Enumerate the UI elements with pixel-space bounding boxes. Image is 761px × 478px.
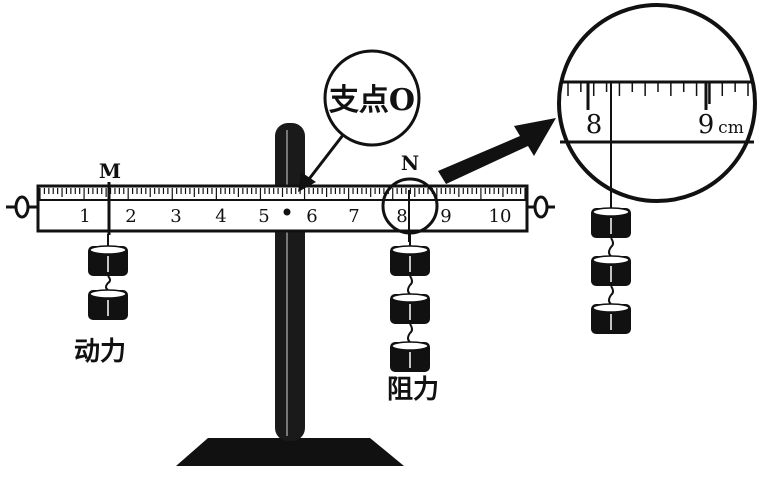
magnifier-ticks	[567, 82, 749, 110]
weight-block	[591, 207, 631, 238]
ruler-number: 1	[79, 206, 90, 227]
ruler-number: 8	[396, 206, 407, 227]
magnifier-number-9: 9	[698, 110, 715, 140]
point-m-label: M	[99, 159, 121, 183]
weight-hook	[608, 237, 614, 257]
ruler-number: 9	[440, 206, 451, 227]
fulcrum-label: 支点O	[329, 83, 415, 118]
right-balance-knob	[527, 195, 555, 219]
ruler-ticks	[39, 188, 526, 200]
weight-block	[390, 245, 430, 276]
weight-top	[89, 245, 127, 255]
magnifier: 8 9 cm	[557, 3, 757, 210]
weight-block	[390, 293, 430, 324]
pivot-point	[283, 208, 291, 216]
weight-top	[391, 341, 429, 351]
effort-weights	[88, 234, 128, 320]
ruler-number: 10	[489, 206, 512, 227]
weight-block	[591, 303, 631, 334]
weight-hook	[407, 323, 413, 343]
weight-block	[390, 341, 430, 372]
magnifier-arrow	[438, 118, 556, 184]
fulcrum-callout-circle	[323, 49, 421, 147]
ruler-number: 5	[258, 206, 269, 227]
weight-top	[391, 245, 429, 255]
weight-top	[391, 293, 429, 303]
left-balance-knob	[6, 195, 38, 219]
ruler-number: 3	[170, 206, 181, 227]
weight-top	[592, 207, 630, 217]
weight-block	[88, 289, 128, 320]
effort-label: 动力	[74, 337, 126, 367]
weight-hook	[105, 275, 111, 291]
magnifier-weights	[591, 196, 631, 334]
resistance-label: 阻力	[387, 375, 439, 405]
ruler-numbers: 1 2 3 4 5 6 7 8 9 10	[79, 206, 511, 227]
ruler-number: 6	[306, 206, 317, 227]
point-n-label: N	[401, 151, 419, 175]
weight-block	[591, 255, 631, 286]
magnifier-unit: cm	[718, 118, 744, 138]
stand-base	[176, 438, 404, 466]
weight-top	[592, 255, 630, 265]
ruler-number: 7	[348, 206, 359, 227]
fulcrum-pointer-arrow	[298, 134, 345, 192]
weight-top	[89, 289, 127, 299]
weight-top	[592, 303, 630, 313]
weight-block	[88, 245, 128, 276]
ruler-number: 4	[215, 206, 226, 227]
stand-pole	[275, 123, 305, 441]
magnifier-number-8: 8	[586, 110, 603, 140]
weight-hook	[608, 285, 614, 305]
ruler-number: 2	[125, 206, 136, 227]
resistance-weights	[390, 234, 430, 372]
weight-hook	[407, 275, 413, 295]
